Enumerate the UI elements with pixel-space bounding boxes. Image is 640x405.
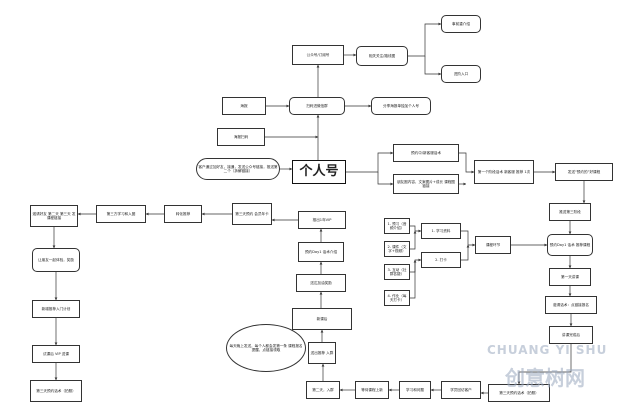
node-day1-intro: 预约Day1 话术介绍	[298, 242, 344, 262]
connector-arrow	[459, 152, 475, 174]
connector-arrow	[346, 151, 394, 173]
node-annual-card: 第三天预约 会员年卡	[232, 203, 272, 225]
node-after-new-lesson: 新课后	[292, 308, 352, 330]
node-day3-appointment: 第三天预约话术（拍照）	[488, 384, 550, 402]
node-courseware: 2. 课件（文字+视频）	[384, 241, 410, 257]
connector-arrow	[410, 225, 422, 233]
node-related-follow: 相关关注/路线图	[356, 46, 408, 66]
node-stage-one-script: 第一个阶段话术 新客服 推荐 1次	[474, 160, 534, 184]
node-share-poster: 分享海报单独加个人号	[371, 97, 431, 115]
node-after-lesson: 讲课完成后	[549, 326, 593, 344]
node-course-sections: 课程环节	[475, 236, 511, 254]
node-official-account: 公众号/订阅号	[292, 45, 344, 65]
node-invite-friends: 邀请好友 第二天 第三天 发课程链接	[30, 205, 78, 227]
node-first-day-lesson: 第一天讲课	[549, 268, 591, 286]
node-invite-signup: 邀请话术：点链接报名	[545, 296, 597, 314]
node-day-two: 第二天，入群	[306, 381, 340, 399]
connector-arrow	[410, 230, 417, 250]
node-evening-reminder: 每天晚上发送，每个人都会发第一条 课程报名提醒，点链接领取	[226, 324, 306, 372]
node-study-materials: 1. 学习资料	[421, 223, 461, 239]
node-waiting-update: 等待课程上新	[355, 381, 389, 399]
node-interaction: 3. 互动（社群答疑）	[384, 264, 410, 280]
node-reward: 送达加油奖励	[296, 274, 346, 292]
node-vip-course: 试课后 VIP 送课	[32, 345, 80, 363]
connector-arrow	[410, 258, 422, 273]
connector-arrow	[408, 22, 442, 57]
node-stage-three: 推送第三阶段	[549, 203, 591, 221]
node-vip-year: 推出1年VIP	[298, 211, 346, 229]
node-new-customer-script: 预约中/新客服话术	[393, 144, 459, 162]
node-conversion: 转化推荐	[164, 205, 202, 223]
node-third-party-learning: 第三方学习和入圈	[96, 205, 146, 223]
connector-arrow	[517, 344, 572, 385]
node-checkin: 2. 打卡	[421, 252, 461, 268]
node-poster: 海报	[222, 97, 266, 115]
node-trial-vip: 第三天预约话术（拍照）	[30, 380, 82, 402]
node-student-revisit: 学员回访客户	[441, 381, 481, 399]
watermark-latin-text: CHUANG YI SHU	[487, 343, 608, 357]
connector-arrow	[424, 56, 442, 76]
node-join-wechat-group: 扫码进微信群	[289, 97, 345, 115]
node-homework: 4. 作业（每天打卡）	[384, 290, 410, 306]
connector-arrow	[377, 172, 394, 186]
node-friend-experience: 让朋友一起体验，奖励	[32, 248, 80, 272]
node-learning-questions: 学习和问题	[399, 381, 431, 399]
node-advance-entry: 进阶入口	[441, 65, 481, 83]
node-customer-add-friend: 客户通过加好友，接通，发送公众号链接，推送第二个（拆解链接）	[196, 158, 280, 180]
watermark-chinese-text: 创意树网	[505, 366, 585, 390]
node-send-course: 发送“预约的”好课程	[555, 163, 613, 181]
node-personal-account: 个人号	[292, 160, 346, 184]
node-preview: 1. 预习（音频介绍）	[384, 218, 410, 234]
connector-lines	[52, 22, 586, 395]
node-new-plan: 新增推荐入门计划	[32, 300, 80, 318]
connector-arrow	[410, 259, 417, 299]
watermark-logo: CHUANG YI SHU 创意树网	[475, 335, 635, 400]
connector-arrow	[461, 244, 470, 261]
node-moments-content: 朋友圈内容，文案图片+成长 课程图 链接	[393, 174, 459, 194]
connector-arrow	[461, 230, 476, 247]
node-recommend-group: 送出推荐 入群	[308, 342, 336, 364]
node-day1-script: 预约Day1 话术 推荐课程	[547, 234, 593, 256]
node-intro: 事前重介绍	[441, 15, 481, 33]
node-scan-poster: 海报扫码	[217, 128, 265, 146]
